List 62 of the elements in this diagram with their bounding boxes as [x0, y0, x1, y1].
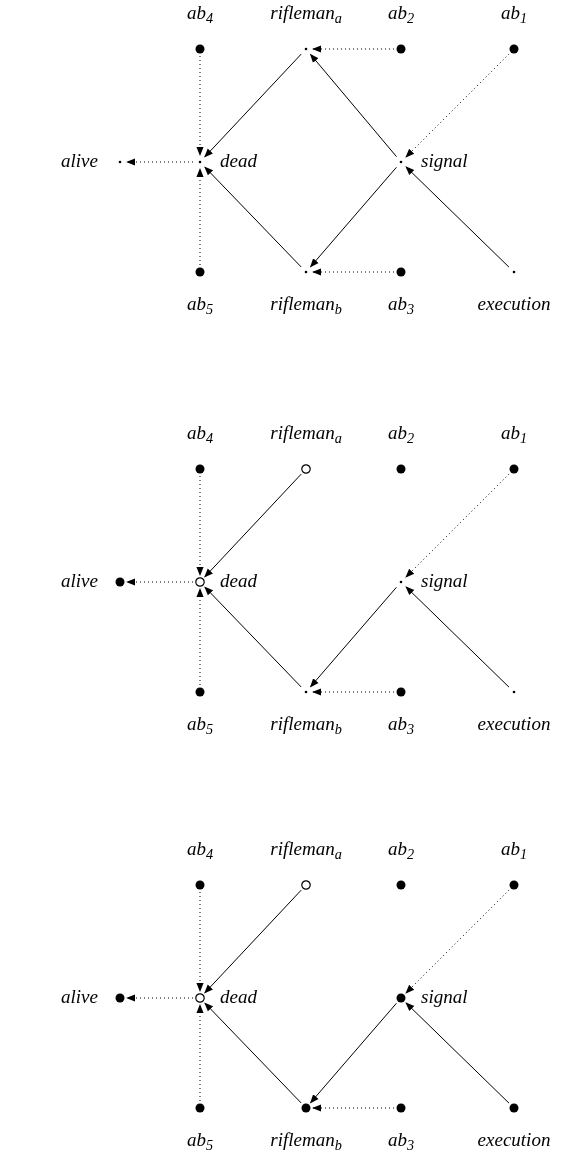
node-label: signal: [421, 149, 468, 173]
node-label: dead: [220, 569, 257, 593]
node-label: ab$_{3}$: [387, 712, 415, 736]
node-label: ab$_{1}$: [500, 421, 528, 445]
node-label: ab$_{2}$: [387, 1, 415, 25]
arrow: [405, 586, 510, 688]
node-label: rifleman$_{b}$: [270, 712, 342, 736]
node-label: signal: [421, 985, 468, 1009]
arrow: [126, 994, 194, 1002]
node-label: ab$_{2}$: [387, 837, 415, 861]
arrow: [204, 166, 302, 268]
arrow: [204, 473, 302, 578]
node-label: ab$_{5}$: [186, 1128, 214, 1152]
node-label: execution: [477, 292, 551, 316]
arrow: [196, 891, 204, 992]
node-label: ab$_{5}$: [186, 712, 214, 736]
node-label: ab$_{3}$: [387, 1128, 415, 1152]
node-label: ab$_{2}$: [387, 421, 415, 445]
arrow: [196, 55, 204, 156]
arrow: [310, 166, 397, 268]
arrow: [310, 586, 397, 688]
node-label: execution: [477, 712, 551, 736]
arrow: [310, 1002, 397, 1104]
node-label: alive: [61, 985, 98, 1009]
arrow: [312, 45, 395, 53]
arrow: [405, 53, 510, 158]
node-label: signal: [421, 569, 468, 593]
node-label: ab$_{1}$: [500, 1, 528, 25]
arrow: [126, 158, 194, 166]
arrow: [204, 586, 302, 688]
arrow: [309, 53, 397, 158]
arrow: [196, 475, 204, 576]
node-label: rifleman$_{a}$: [270, 421, 342, 445]
node-label: ab$_{1}$: [500, 837, 528, 861]
node-label: ab$_{3}$: [387, 292, 415, 316]
node-label: dead: [220, 985, 257, 1009]
node-label: rifleman$_{a}$: [270, 837, 342, 861]
arrow: [405, 889, 510, 994]
node-label: ab$_{5}$: [186, 292, 214, 316]
arrow: [405, 473, 510, 578]
arrow: [312, 268, 395, 276]
node-label: rifleman$_{b}$: [270, 1128, 342, 1152]
node-label: alive: [61, 569, 98, 593]
node-label: alive: [61, 149, 98, 173]
node-label: ab$_{4}$: [186, 1, 214, 25]
node-label: rifleman$_{b}$: [270, 292, 342, 316]
arrow: [196, 168, 204, 266]
node-label: execution: [477, 1128, 551, 1152]
node-label: dead: [220, 149, 257, 173]
arrow: [126, 578, 194, 586]
arrow: [405, 166, 510, 268]
arrow: [204, 889, 302, 994]
arrow: [196, 1004, 204, 1102]
arrow: [196, 588, 204, 686]
arrow: [204, 1002, 302, 1104]
node-label: ab$_{4}$: [186, 837, 214, 861]
node-label: rifleman$_{a}$: [270, 1, 342, 25]
arrow: [405, 1002, 510, 1104]
arrow: [204, 53, 302, 158]
arrow: [312, 1104, 395, 1112]
node-label: ab$_{4}$: [186, 421, 214, 445]
arrow: [312, 688, 395, 696]
